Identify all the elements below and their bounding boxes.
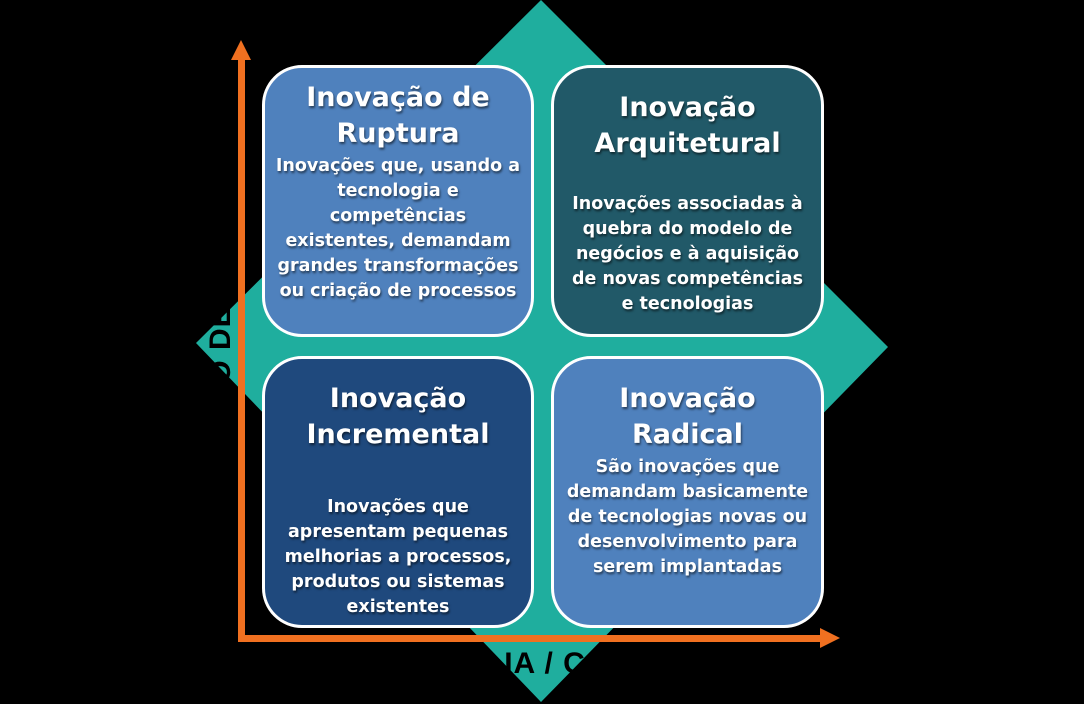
quadrant-ruptura: Inovação de Ruptura Inovações que, usand… bbox=[262, 65, 534, 337]
x-axis-arrow bbox=[238, 628, 840, 648]
arrow-right-icon bbox=[820, 628, 840, 648]
quadrant-arquitetural: Inovação Arquitetural Inovações associad… bbox=[551, 65, 824, 337]
y-axis-arrow bbox=[231, 40, 251, 642]
quadrant-title: Inovação Radical bbox=[619, 383, 756, 450]
quadrant-title: Inovação Incremental bbox=[306, 383, 490, 450]
quadrant-description: Inovações associadas à quebra do modelo … bbox=[571, 194, 803, 314]
quadrant-description: São inovações que demandam basicamente d… bbox=[566, 457, 809, 577]
x-axis-label: IA / C bbox=[504, 647, 586, 680]
quadrant-title: Inovação de Ruptura bbox=[306, 82, 490, 149]
quadrant-description: Inovações que apresentam pequenas melhor… bbox=[284, 497, 512, 617]
quadrant-description: Inovações que, usando a tecnologia e com… bbox=[275, 156, 521, 301]
quadrant-incremental: Inovação Incremental Inovações que apres… bbox=[262, 356, 534, 628]
quadrant-radical: Inovação Radical São inovações que deman… bbox=[551, 356, 824, 628]
arrow-up-icon bbox=[231, 40, 251, 60]
quadrant-title: Inovação Arquitetural bbox=[594, 92, 781, 159]
x-axis-label-clip: IA / C bbox=[480, 645, 604, 704]
